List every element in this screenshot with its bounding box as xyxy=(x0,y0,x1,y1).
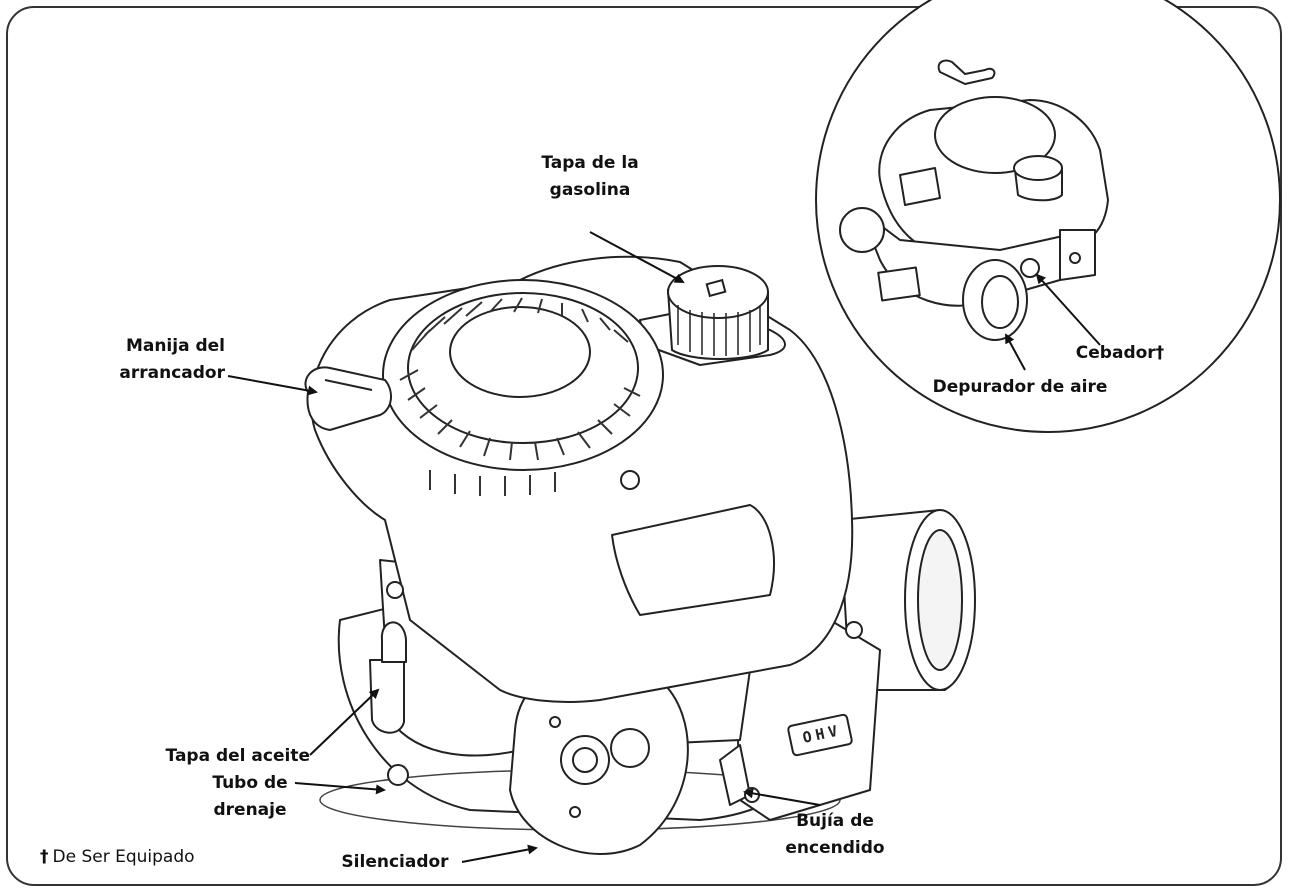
label-spark-plug: Bujía de encendido xyxy=(770,808,900,862)
inset-engine-illustration xyxy=(839,59,1109,341)
footnote-text: De Ser Equipado xyxy=(52,847,195,867)
label-air-cleaner: Depurador de aire xyxy=(920,374,1120,401)
label-air-cleaner-text: Depurador de aire xyxy=(932,377,1108,397)
engine-oil-cap xyxy=(369,659,405,734)
label-spark-plug-text: Bujía de encendido xyxy=(785,811,885,858)
label-oil-cap: Tapa del aceite xyxy=(105,743,310,770)
leader-arrow xyxy=(227,231,1101,863)
footnote-dagger: † xyxy=(40,847,49,867)
label-muffler-text: Silenciador xyxy=(341,852,449,872)
label-drain-tube-text: Tubo de drenaje xyxy=(212,773,288,820)
footnote: †De Ser Equipado xyxy=(40,847,195,867)
label-muffler: Silenciador xyxy=(330,849,460,876)
label-fuel-cap: Tapa de la gasolina xyxy=(485,150,695,204)
label-choke-text: Cebador† xyxy=(1075,343,1165,363)
label-starter-handle-text: Manija del arrancador xyxy=(119,336,225,383)
label-drain-tube: Tubo de drenaje xyxy=(195,770,305,824)
label-choke: Cebador† xyxy=(1060,340,1180,367)
label-oil-cap-text: Tapa del aceite xyxy=(165,746,310,766)
engine-drain-tube xyxy=(387,764,409,786)
label-starter-handle: Manija del arrancador xyxy=(70,333,225,387)
engine-starter-handle xyxy=(304,366,392,432)
label-fuel-cap-text: Tapa de la gasolina xyxy=(541,153,639,200)
